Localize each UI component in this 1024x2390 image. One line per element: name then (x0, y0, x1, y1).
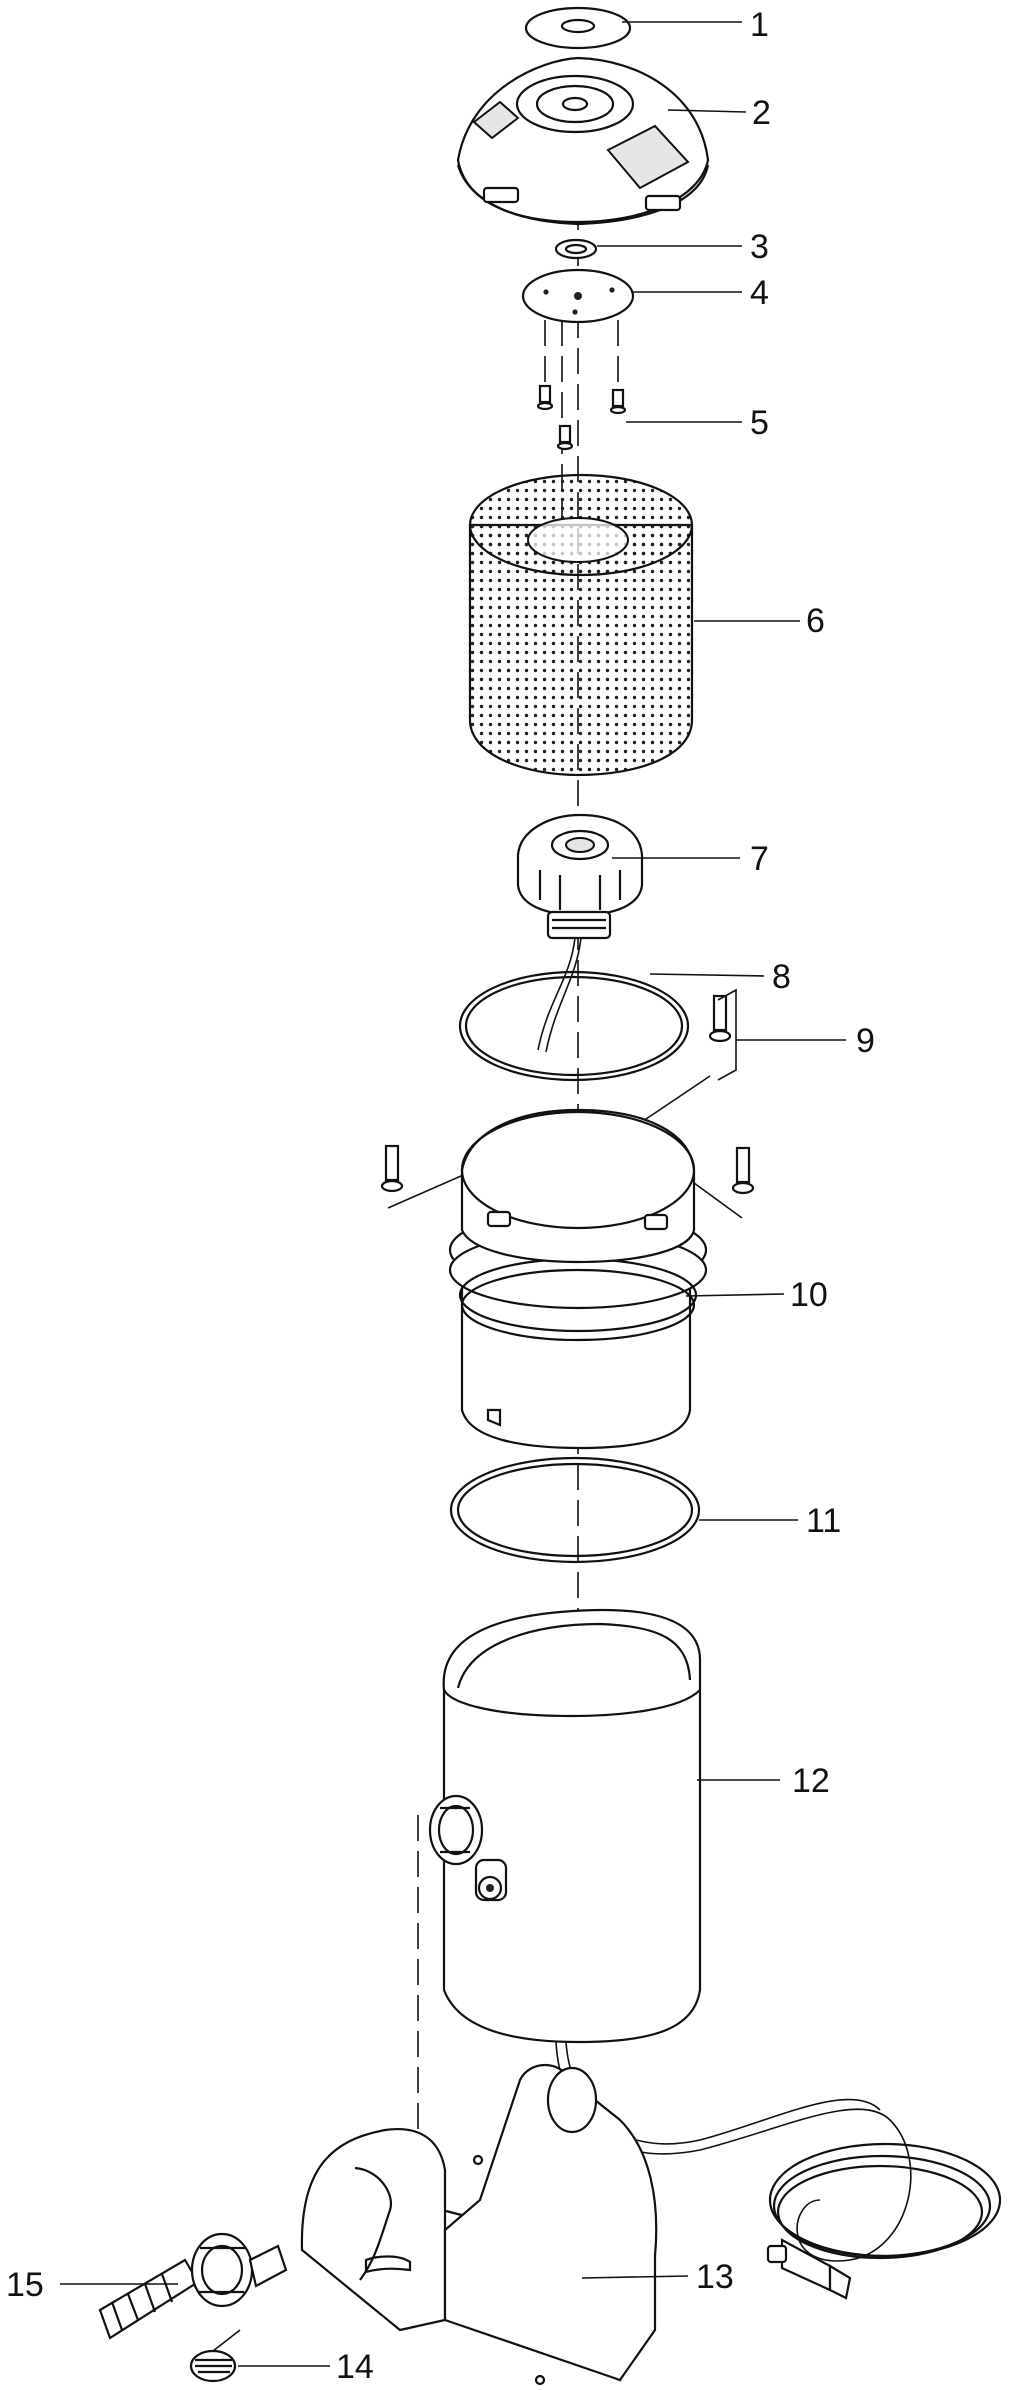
callout-7: 7 (750, 840, 769, 878)
callout-8: 8 (772, 958, 791, 996)
part-2-dome-cover (456, 56, 710, 226)
callout-14: 14 (336, 2348, 374, 2386)
callout-labels: 1 2 3 4 5 6 7 8 9 10 11 12 13 14 15 (6, 6, 875, 2386)
callout-15: 15 (6, 2266, 44, 2304)
part-14-thumb-screw (189, 2329, 241, 2383)
callout-3: 3 (750, 228, 769, 266)
part-13-mounting-bracket (300, 2064, 658, 2386)
leader-lines (60, 21, 846, 2367)
callout-5: 5 (750, 404, 769, 442)
part-11-o-ring (449, 1456, 701, 1564)
part-4-mounting-plate (521, 268, 635, 324)
callout-1: 1 (750, 6, 769, 44)
part-6-filter-cylinder (468, 473, 694, 777)
callout-10: 10 (790, 1276, 828, 1314)
callout-9: 9 (856, 1022, 875, 1060)
part-1-cap-disc (524, 6, 632, 50)
callout-6: 6 (806, 602, 825, 640)
part-10-basket-housing (448, 1108, 708, 1450)
part-12-outer-housing (428, 1608, 1002, 2300)
callout-2: 2 (752, 94, 771, 132)
part-15-hose-connector (98, 2232, 288, 2340)
part-3-small-ring (554, 238, 598, 260)
part-8-o-ring (458, 970, 690, 1082)
callout-13: 13 (696, 2258, 734, 2296)
callout-12: 12 (792, 1762, 830, 1800)
callout-11: 11 (806, 1502, 841, 1540)
part-7-pump-head (516, 813, 644, 1053)
callout-4: 4 (750, 274, 769, 312)
part-5-screws (536, 384, 627, 451)
